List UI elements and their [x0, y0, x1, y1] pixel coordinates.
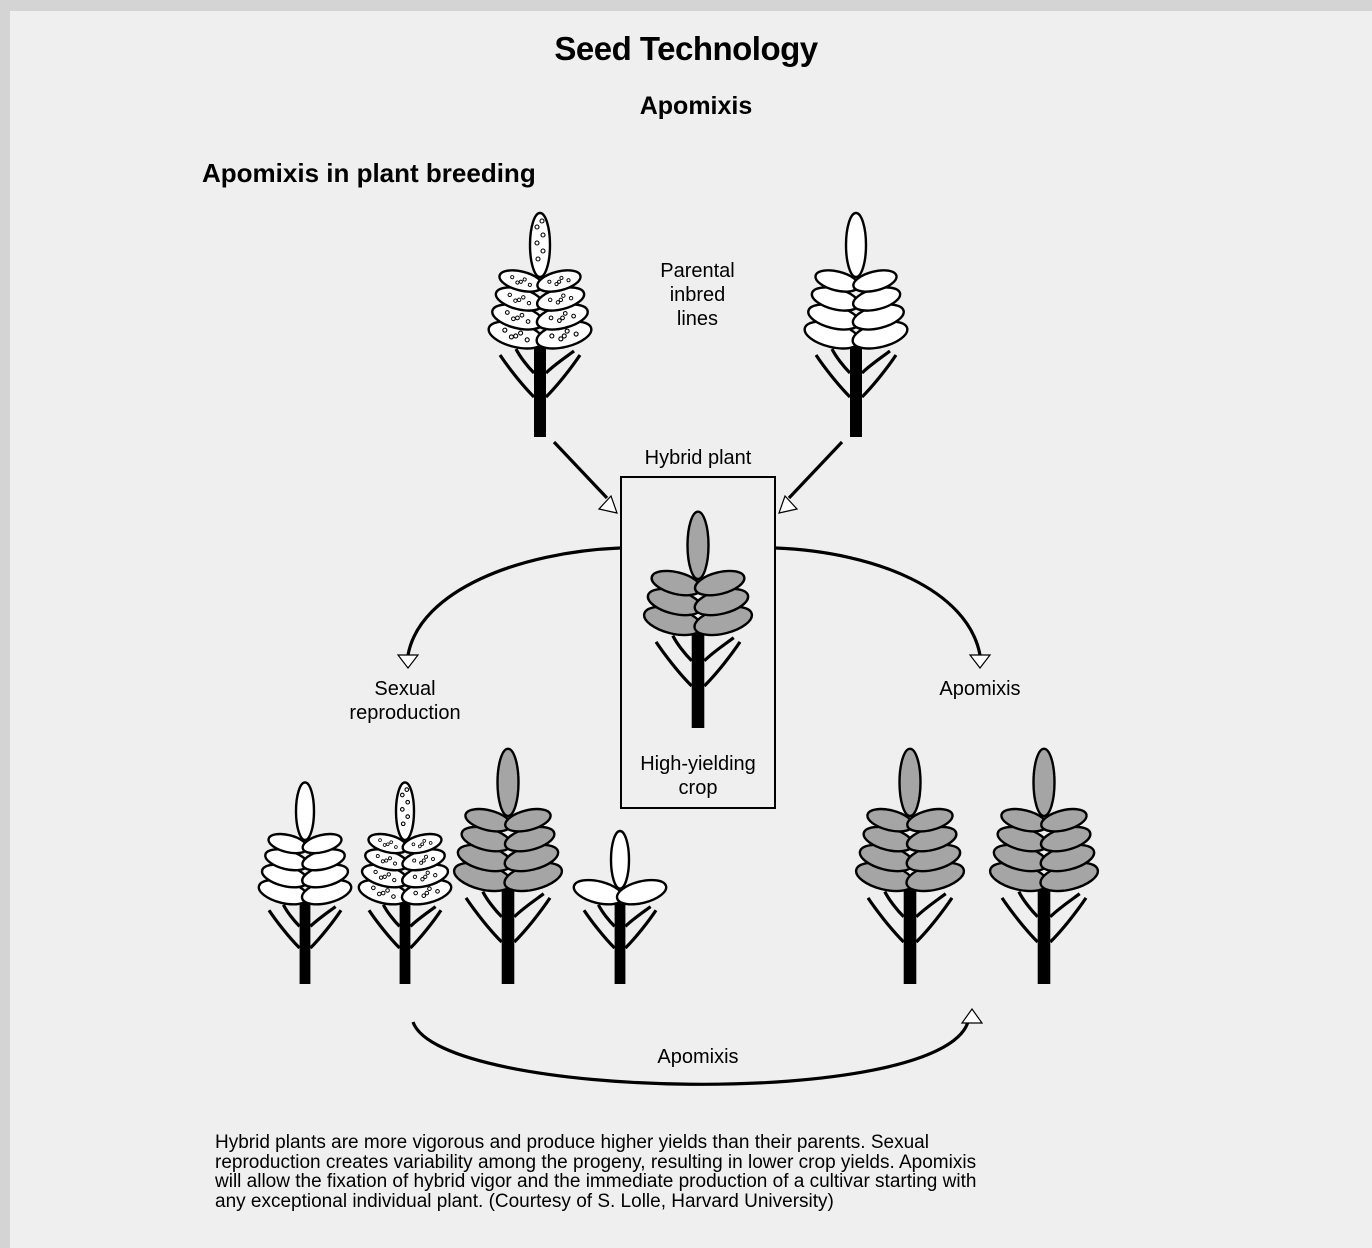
plant-parent-white	[803, 211, 909, 437]
page-subtitle: Apomixis	[639, 92, 753, 120]
plant-progeny-dotted	[357, 781, 453, 984]
plant-hybrid	[642, 510, 754, 728]
plant-parent-dotted	[487, 211, 593, 437]
page-title: Seed Technology	[554, 30, 818, 67]
label-line: High-yielding	[640, 753, 756, 775]
label-line: Parental	[660, 260, 735, 282]
label-line: reproduction	[349, 702, 461, 724]
label-parental-inbred-lines: Parental inbred lines	[640, 259, 755, 331]
arrow-apomixis-bottom	[411, 1007, 984, 1086]
label-hybrid-plant: Hybrid plant	[644, 447, 752, 469]
hybrid-plant-box	[620, 476, 776, 809]
plant-progeny-gray	[452, 747, 564, 984]
arrow-parent-right	[778, 440, 844, 514]
arrow-sexual-reproduction	[396, 546, 621, 669]
label-line: inbred	[669, 284, 726, 306]
arrow-apomixis-right	[775, 546, 992, 669]
section-title: Apomixis in plant breeding	[202, 158, 536, 188]
label-sexual-reproduction: Sexual reproduction	[330, 677, 480, 725]
caption-line: any exceptional individual plant. (Court…	[215, 1190, 834, 1212]
arrow-parent-left	[552, 440, 618, 514]
caption-line: Hybrid plants are more vigorous and prod…	[215, 1132, 929, 1153]
caption-line: reproduction creates variability among t…	[215, 1151, 977, 1173]
figure-caption: Hybrid plants are more vigorous and prod…	[215, 1133, 1215, 1211]
plant-apomixis-1	[854, 747, 966, 984]
label-high-yielding-crop: High-yielding crop	[620, 752, 776, 800]
label-line: Sexual	[374, 678, 436, 700]
label-line: lines	[676, 308, 719, 330]
plant-progeny-white	[257, 781, 353, 984]
plant-apomixis-2	[988, 747, 1100, 984]
caption-line: will allow the fixation of hybrid vigor …	[215, 1171, 977, 1192]
label-apomixis-right: Apomixis	[939, 678, 1021, 700]
label-apomixis-bottom: Apomixis	[657, 1046, 739, 1068]
plant-progeny-small	[572, 829, 668, 984]
label-line: crop	[678, 777, 718, 799]
